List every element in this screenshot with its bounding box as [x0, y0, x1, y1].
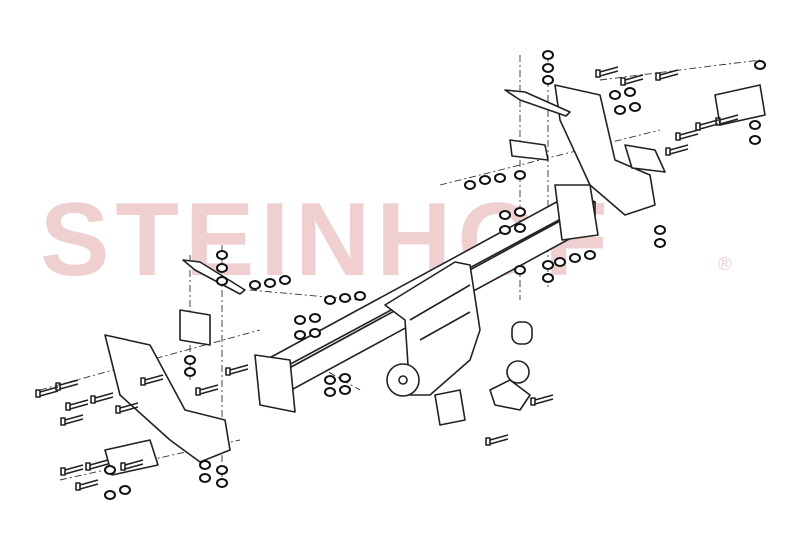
nut-icon — [624, 87, 636, 97]
nut-icon — [569, 253, 581, 263]
bolt-icon — [530, 394, 554, 406]
bolt-icon — [695, 119, 719, 131]
bolts-and-nuts — [35, 50, 766, 500]
nut-icon — [499, 210, 511, 220]
nut-icon — [294, 315, 306, 325]
nut-icon — [216, 465, 228, 475]
nut-icon — [542, 273, 554, 283]
nut-icon — [514, 223, 526, 233]
bolt-icon — [620, 74, 644, 86]
bolt-icon — [35, 386, 59, 398]
nut-icon — [199, 473, 211, 483]
bolt-icon — [60, 464, 84, 476]
bolt-icon — [715, 114, 739, 126]
nut-icon — [216, 276, 228, 286]
nut-icon — [749, 135, 761, 145]
nut-icon — [542, 63, 554, 73]
bolt-icon — [140, 374, 164, 386]
nut-icon — [104, 490, 116, 500]
nut-icon — [216, 478, 228, 488]
nut-icon — [609, 90, 621, 100]
nut-icon — [629, 102, 641, 112]
nut-icon — [119, 485, 131, 495]
nut-icon — [184, 355, 196, 365]
nut-icon — [216, 263, 228, 273]
left-side-bracket — [104, 259, 246, 476]
nut-icon — [184, 367, 196, 377]
nut-icon — [216, 250, 228, 260]
right-side-bracket — [504, 84, 766, 216]
nut-icon — [324, 295, 336, 305]
nut-icon — [339, 293, 351, 303]
bolt-icon — [90, 392, 114, 404]
nut-icon — [542, 260, 554, 270]
nut-icon — [542, 75, 554, 85]
bolt-icon — [665, 144, 689, 156]
nut-icon — [324, 375, 336, 385]
bolt-icon — [195, 384, 219, 396]
nut-icon — [514, 170, 526, 180]
tow-ball-bracket — [384, 261, 481, 397]
nut-icon — [464, 180, 476, 190]
bolt-icon — [485, 434, 509, 446]
nut-icon — [324, 387, 336, 397]
nut-icon — [479, 175, 491, 185]
bolt-icon — [60, 414, 84, 426]
nut-icon — [199, 460, 211, 470]
nut-icon — [749, 120, 761, 130]
nut-icon — [499, 225, 511, 235]
bolt-icon — [65, 399, 89, 411]
bolt-icon — [675, 129, 699, 141]
nut-icon — [494, 173, 506, 183]
nut-icon — [279, 275, 291, 285]
nut-icon — [339, 385, 351, 395]
nut-icon — [104, 465, 116, 475]
nut-icon — [514, 265, 526, 275]
nut-icon — [249, 280, 261, 290]
bolt-icon — [120, 459, 144, 471]
nut-icon — [614, 105, 626, 115]
bolt-icon — [595, 66, 619, 78]
nut-icon — [654, 238, 666, 248]
nut-icon — [339, 373, 351, 383]
nut-icon — [309, 328, 321, 338]
nut-icon — [654, 225, 666, 235]
nut-icon — [542, 50, 554, 60]
nut-icon — [584, 250, 596, 260]
nut-icon — [294, 330, 306, 340]
tow-ball — [434, 321, 533, 426]
bolt-icon — [115, 402, 139, 414]
nut-icon — [309, 313, 321, 323]
nut-icon — [754, 60, 766, 70]
nut-icon — [514, 207, 526, 217]
nut-icon — [354, 291, 366, 301]
bolt-icon — [85, 459, 109, 471]
bolt-icon — [55, 379, 79, 391]
nut-icon — [264, 278, 276, 288]
registered-mark: ® — [718, 254, 732, 274]
bolt-icon — [655, 69, 679, 81]
bolt-icon — [225, 364, 249, 376]
nut-icon — [554, 257, 566, 267]
bolt-icon — [75, 479, 99, 491]
